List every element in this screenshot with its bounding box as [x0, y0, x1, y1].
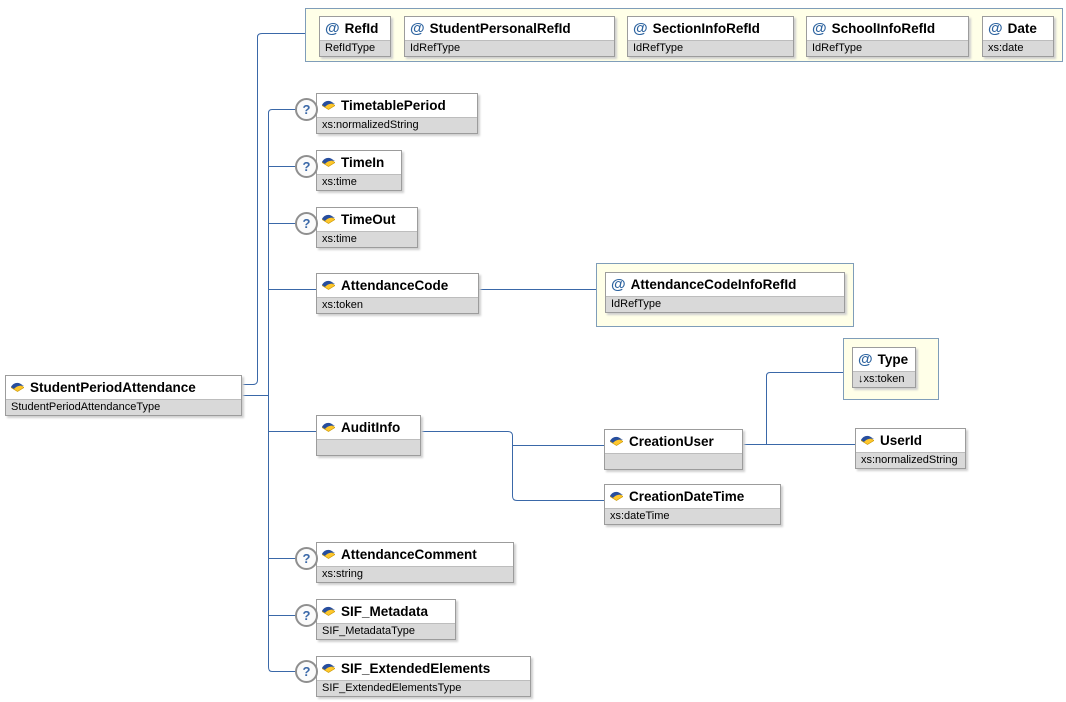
element-icon: [322, 100, 336, 112]
element-icon: [610, 491, 624, 503]
element-name: SIF_Metadata: [341, 604, 429, 619]
element-node-userid[interactable]: UserId xs:normalizedString: [855, 428, 966, 469]
attribute-name: SchoolInfoRefId: [831, 21, 936, 36]
element-name: AttendanceCode: [341, 278, 449, 293]
attribute-name: StudentPersonalRefId: [429, 21, 571, 36]
element-icon: [322, 663, 336, 675]
element-icon: [11, 382, 25, 394]
element-name: CreationUser: [629, 434, 714, 449]
attribute-type: RefIdType: [320, 40, 390, 56]
element-node-creationdatetime[interactable]: CreationDateTime xs:dateTime: [604, 484, 781, 525]
element-name: SIF_ExtendedElements: [341, 661, 491, 676]
element-name: TimeIn: [341, 155, 385, 170]
element-icon: [322, 157, 336, 169]
element-icon: [861, 435, 875, 447]
element-node-sif-extendedelements[interactable]: SIF_ExtendedElements SIF_ExtendedElement…: [316, 656, 531, 697]
attribute-icon: @: [325, 20, 340, 37]
element-node-studentperiodattendance[interactable]: StudentPeriodAttendance StudentPeriodAtt…: [5, 375, 242, 416]
element-icon: [322, 214, 336, 226]
attribute-node-attendancecodeinforefid[interactable]: @ AttendanceCodeInfoRefId IdRefType: [605, 272, 845, 313]
element-type: xs:normalizedString: [856, 452, 965, 468]
attribute-type: IdRefType: [628, 40, 793, 56]
element-node-attendancecomment[interactable]: AttendanceComment xs:string: [316, 542, 514, 583]
element-node-creationuser[interactable]: CreationUser: [604, 429, 743, 470]
element-type: [605, 453, 742, 469]
element-node-auditinfo[interactable]: AuditInfo: [316, 415, 421, 456]
attribute-group-container: @ RefId RefIdType @ StudentPersonalRefId I…: [305, 8, 1063, 62]
attribute-name: Date: [1007, 21, 1037, 36]
attendancecode-attribute-container: @ AttendanceCodeInfoRefId IdRefType: [596, 263, 854, 327]
attribute-node-type[interactable]: @ Type ↓xs:token: [852, 347, 916, 388]
element-type: xs:token: [317, 297, 478, 313]
attribute-type: xs:date: [983, 40, 1053, 56]
attribute-icon: @: [611, 276, 626, 293]
element-icon: [322, 280, 336, 292]
attribute-icon: @: [812, 20, 827, 37]
element-name: StudentPeriodAttendance: [30, 380, 196, 395]
attribute-node-refid[interactable]: @ RefId RefIdType: [319, 16, 391, 57]
optional-indicator-timein: ?: [295, 155, 318, 178]
element-type: xs:string: [317, 566, 513, 582]
element-name: CreationDateTime: [629, 489, 745, 504]
element-node-timein[interactable]: TimeIn xs:time: [316, 150, 402, 191]
optional-indicator-timetableperiod: ?: [295, 98, 318, 121]
attribute-name: AttendanceCodeInfoRefId: [630, 277, 797, 292]
element-type: SIF_ExtendedElementsType: [317, 680, 530, 696]
attribute-icon: @: [988, 20, 1003, 37]
element-name: UserId: [880, 433, 923, 448]
element-type: [317, 439, 420, 455]
attribute-node-studentpersonalrefid[interactable]: @ StudentPersonalRefId IdRefType: [404, 16, 615, 57]
element-type: xs:dateTime: [605, 508, 780, 524]
attribute-type: IdRefType: [606, 296, 844, 312]
element-node-timeout[interactable]: TimeOut xs:time: [316, 207, 418, 248]
element-icon: [322, 422, 336, 434]
attribute-icon: @: [410, 20, 425, 37]
attribute-icon: @: [633, 20, 648, 37]
attribute-name: SectionInfoRefId: [652, 21, 760, 36]
optional-indicator-sif-metadata: ?: [295, 604, 318, 627]
optional-indicator-timeout: ?: [295, 212, 318, 235]
element-node-attendancecode[interactable]: AttendanceCode xs:token: [316, 273, 479, 314]
element-icon: [610, 436, 624, 448]
attribute-node-sectioninforefid[interactable]: @ SectionInfoRefId IdRefType: [627, 16, 794, 57]
element-name: TimeOut: [341, 212, 396, 227]
element-name: AttendanceComment: [341, 547, 477, 562]
element-name: TimetablePeriod: [341, 98, 446, 113]
attribute-name: Type: [877, 352, 909, 367]
attribute-icon: @: [858, 351, 873, 368]
element-icon: [322, 549, 336, 561]
attribute-node-date[interactable]: @ Date xs:date: [982, 16, 1054, 57]
attribute-type: IdRefType: [807, 40, 968, 56]
optional-indicator-sif-extendedelements: ?: [295, 660, 318, 683]
attribute-type: ↓xs:token: [853, 371, 915, 387]
optional-indicator-attendancecomment: ?: [295, 547, 318, 570]
element-type: xs:normalizedString: [317, 117, 477, 133]
element-name: AuditInfo: [341, 420, 401, 435]
element-node-sif-metadata[interactable]: SIF_Metadata SIF_MetadataType: [316, 599, 456, 640]
attribute-type: IdRefType: [405, 40, 614, 56]
creationuser-attribute-container: @ Type ↓xs:token: [843, 338, 939, 400]
attribute-name: RefId: [344, 21, 379, 36]
attribute-node-schoolinforefid[interactable]: @ SchoolInfoRefId IdRefType: [806, 16, 969, 57]
element-type: StudentPeriodAttendanceType: [6, 399, 241, 415]
element-type: xs:time: [317, 174, 401, 190]
element-icon: [322, 606, 336, 618]
element-type: SIF_MetadataType: [317, 623, 455, 639]
element-node-timetableperiod[interactable]: TimetablePeriod xs:normalizedString: [316, 93, 478, 134]
element-type: xs:time: [317, 231, 417, 247]
